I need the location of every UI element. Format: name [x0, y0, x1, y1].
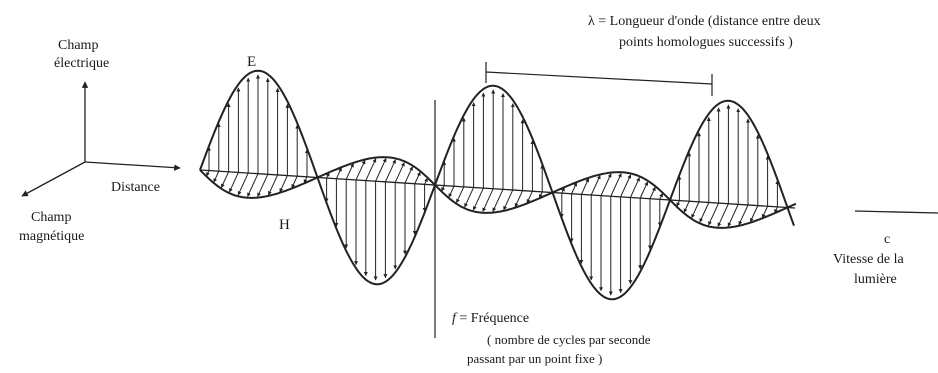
magnetic-field-vector	[247, 173, 259, 197]
electric-field-wave	[199, 69, 795, 301]
magnetic-field-vector	[610, 173, 622, 197]
magnetic-field-vector	[503, 189, 514, 211]
magnetic-field-vector	[345, 163, 354, 180]
magnetic-field-vector	[629, 177, 640, 198]
magnetic-field-vector	[580, 178, 590, 195]
magnetic-field-vector	[394, 162, 405, 183]
speed-label-line2: lumière	[854, 272, 897, 287]
magnetic-field-vector	[717, 203, 729, 227]
magnetic-field-vector	[237, 172, 249, 196]
magnetic-field-vector	[279, 175, 288, 193]
magnetic-field-vector	[590, 175, 601, 196]
frequency-title: = Fréquence	[456, 311, 529, 326]
frequency-symbol: f	[452, 311, 458, 326]
magnetic-field-vector	[482, 188, 494, 212]
magnetic-field-vector	[464, 187, 475, 208]
magnetic-field-vector	[571, 182, 578, 194]
magnetic-field-vector	[424, 177, 428, 185]
magnetic-field-vector	[659, 192, 664, 200]
magnetic-field-vector	[727, 204, 739, 227]
magnetic-field-vector	[691, 201, 700, 219]
frequency-label-line3: passant par un point fixe )	[467, 351, 602, 366]
electric-wave-label: E	[247, 54, 256, 70]
magnetic-field-vector	[472, 187, 484, 211]
magnetic-axis-label-line1: Champ	[31, 210, 71, 225]
magnetic-field-vector	[514, 190, 524, 208]
electric-axis-label-line2: électrique	[54, 56, 109, 71]
magnetic-field-vector	[365, 158, 377, 181]
magnetic-field-vector	[749, 205, 759, 223]
magnetic-field-vector	[708, 202, 720, 226]
speed-direction-line	[854, 210, 938, 214]
magnetic-field-vector	[384, 159, 396, 183]
magnetic-field-vector	[220, 171, 230, 188]
magnetic-field-vector	[639, 181, 649, 199]
magnetic-field-vector	[355, 160, 366, 181]
magnetic-field-vector	[526, 191, 533, 204]
speed-symbol: c	[884, 232, 890, 247]
magnetic-field-vector	[761, 206, 769, 219]
wavelength-label-line1: λ = Longueur d'onde (distance entre deux	[588, 14, 821, 29]
magnetic-axis-arrow	[21, 161, 86, 197]
magnetic-field-vector	[267, 174, 279, 196]
electric-axis-label-line1: Champ	[58, 38, 98, 53]
magnetic-field-vector	[448, 186, 455, 198]
electric-field-vectors	[207, 74, 780, 296]
magnetic-field-vector	[335, 167, 342, 179]
magnetic-field-vector	[649, 186, 656, 199]
magnetic-field-vector	[699, 202, 710, 223]
speed-label-line1: Vitesse de la	[833, 252, 904, 267]
wavelength-label-line2: points homologues successifs )	[619, 35, 793, 50]
wavelength-span-line	[485, 71, 713, 85]
magnetic-field-vector	[291, 175, 298, 189]
magnetic-field-vector	[229, 172, 239, 193]
magnetic-field-vector	[441, 185, 445, 192]
distance-axis-label: Distance	[111, 180, 160, 195]
magnetic-field-vector	[600, 173, 612, 196]
frequency-label-line2: ( nombre de cycles par seconde	[487, 332, 651, 347]
distance-axis-arrow	[84, 161, 181, 171]
magnetic-field-vector	[213, 170, 220, 183]
magnetic-field-wave	[199, 156, 797, 229]
magnetic-wave-label: H	[279, 217, 290, 233]
magnetic-field-vector	[620, 174, 632, 198]
magnetic-field-vector	[257, 174, 269, 197]
magnetic-field-vector	[206, 170, 210, 177]
propagation-axis	[199, 169, 796, 209]
magnetic-axis-label-line2: magnétique	[19, 229, 84, 244]
magnetic-field-vector	[456, 186, 465, 204]
reference-axes	[21, 81, 181, 197]
magnetic-field-vector	[375, 158, 387, 182]
magnetic-field-vector	[538, 191, 543, 199]
magnetic-field-vector	[492, 189, 504, 212]
magnetic-field-vector	[404, 166, 413, 184]
magnetic-field-vectors	[206, 158, 778, 227]
frequency-label-line1: f = Fréquence	[452, 311, 529, 326]
magnetic-field-vector	[683, 201, 690, 213]
magnetic-field-vector	[414, 171, 421, 184]
wavelength-dimension	[485, 62, 713, 96]
magnetic-field-vector	[676, 200, 681, 207]
magnetic-field-vector	[738, 204, 749, 226]
